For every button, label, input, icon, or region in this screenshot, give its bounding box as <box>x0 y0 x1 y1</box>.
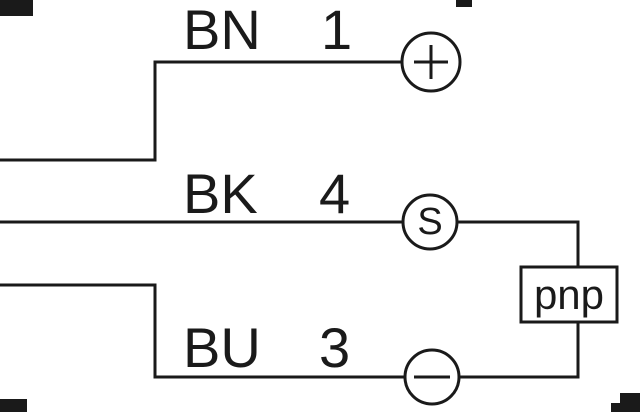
wire-label-bk: BK <box>183 162 258 225</box>
pin-number-4: 4 <box>319 162 351 225</box>
edge-artifact-top <box>456 0 472 7</box>
signal-terminal-label: S <box>417 200 443 243</box>
wire-label-bn: BN <box>183 0 261 61</box>
corner-artifact-top-left <box>0 0 33 16</box>
corner-artifact-bottom-right <box>611 393 640 412</box>
wire-bn-line <box>0 60 402 162</box>
wire-bu-line <box>0 283 405 379</box>
pnp-label: pnp <box>533 270 605 318</box>
plus-icon <box>414 45 448 79</box>
wire-minus-to-pnp-line <box>459 322 580 379</box>
wire-label-bu: BU <box>183 316 261 379</box>
plus-terminal-circle <box>400 31 462 93</box>
corner-artifact-bottom-left <box>0 399 27 412</box>
pin-number-3: 3 <box>319 316 351 379</box>
pin-number-1: 1 <box>321 0 353 61</box>
wire-s-to-pnp-line <box>457 220 580 267</box>
pnp-box <box>519 265 619 324</box>
